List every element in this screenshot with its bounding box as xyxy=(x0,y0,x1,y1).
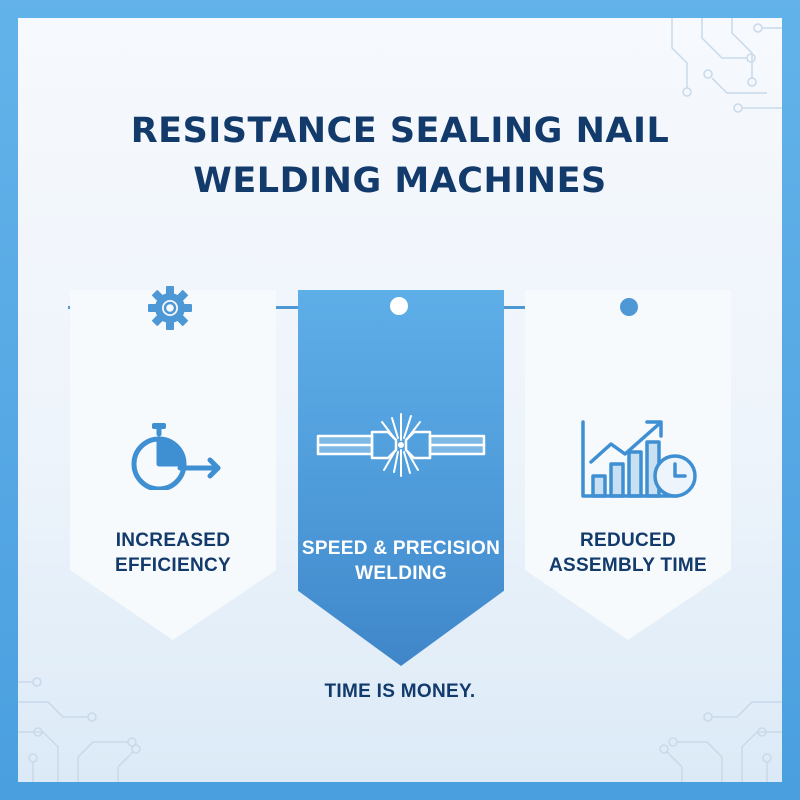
circuit-decoration-icon xyxy=(671,18,782,113)
stopwatch-arrow-icon xyxy=(131,423,221,490)
title-line-1: RESISTANCE SEALING NAIL xyxy=(130,111,670,151)
card-label: INCREASED EFFICIENCY xyxy=(70,528,276,578)
card-label-line-2: WELDING xyxy=(355,563,447,584)
card-reduced-assembly-time: REDUCED ASSEMBLY TIME xyxy=(525,290,731,640)
card-speed-precision-welding: SPEED & PRECISION WELDING xyxy=(298,290,504,666)
growth-chart-clock-icon xyxy=(581,420,697,498)
card-increased-efficiency: INCREASED EFFICIENCY xyxy=(70,290,276,640)
connector-dot xyxy=(390,297,408,315)
title-line-2: WELDING MACHINES xyxy=(193,161,607,201)
circuit-decoration-icon xyxy=(18,677,141,782)
tagline: TIME IS MONEY. xyxy=(324,681,476,702)
card-label-line-2: EFFICIENCY xyxy=(115,555,231,576)
card-label: SPEED & PRECISION WELDING xyxy=(298,536,504,586)
card-label-line-2: ASSEMBLY TIME xyxy=(548,555,708,576)
gear-icon xyxy=(148,286,192,330)
card-label-line-1: REDUCED xyxy=(579,530,677,551)
infographic-panel: RESISTANCE SEALING NAIL WELDING MACHINES… xyxy=(18,18,782,782)
card-label-line-1: INCREASED xyxy=(115,530,231,551)
welding-spark-icon xyxy=(316,413,486,477)
page-title: RESISTANCE SEALING NAIL WELDING MACHINES xyxy=(18,106,782,206)
connector-dot xyxy=(620,298,638,316)
circuit-decoration-icon xyxy=(659,701,782,782)
card-label: REDUCED ASSEMBLY TIME xyxy=(525,528,731,578)
card-label-line-1: SPEED & PRECISION xyxy=(301,538,501,559)
